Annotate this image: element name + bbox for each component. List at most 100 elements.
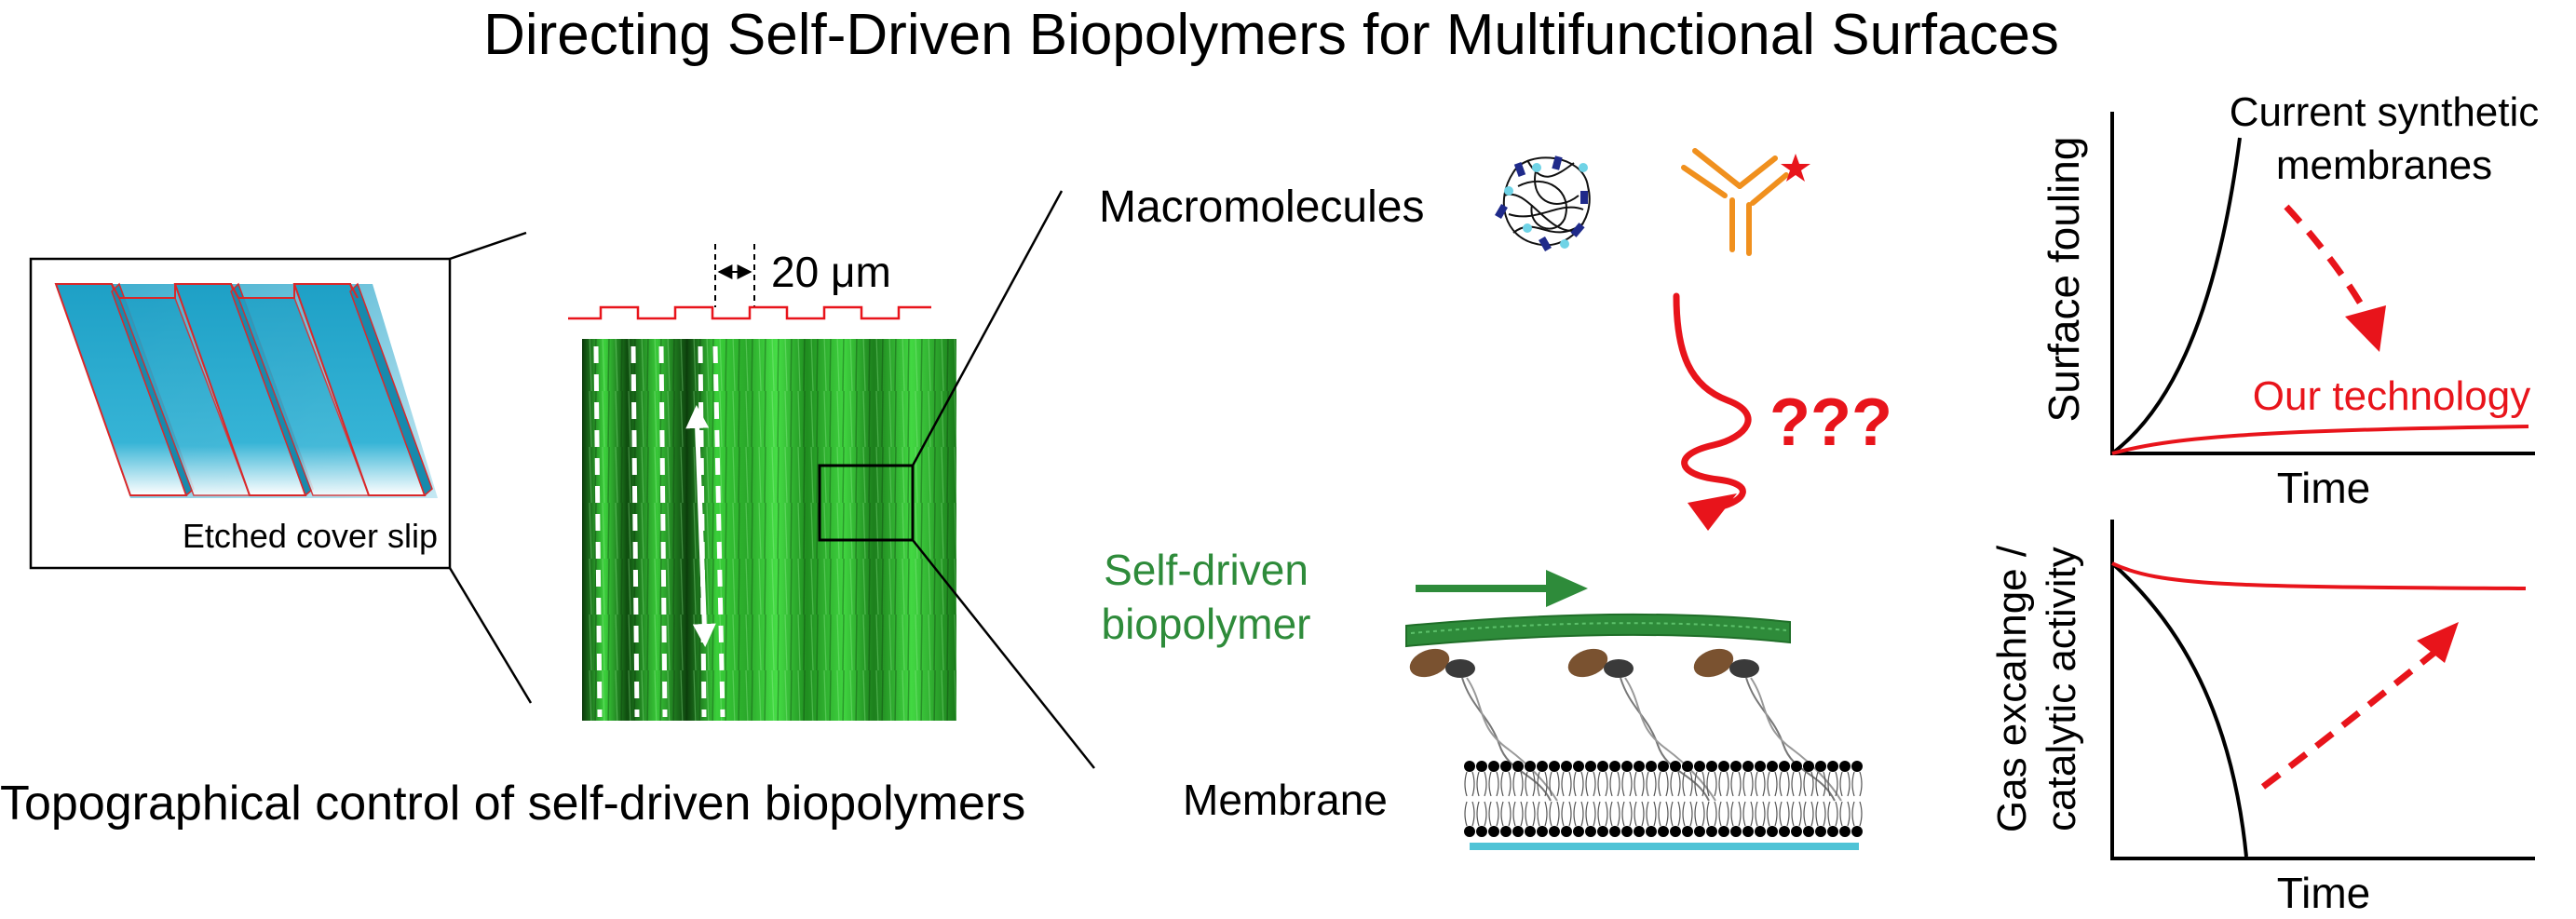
zoom-line-bottom	[448, 567, 533, 704]
lipid-head	[1827, 826, 1838, 837]
lipid-head	[1779, 761, 1790, 772]
lipid-head	[1767, 826, 1778, 837]
lipid-tail	[1670, 801, 1681, 827]
lipid-tail	[1597, 801, 1608, 827]
lipid-tail	[1573, 801, 1584, 827]
lipid-tail	[1815, 771, 1826, 797]
lipid-tail	[1597, 771, 1608, 797]
lipid-tail	[1476, 801, 1487, 827]
left-caption: Topographical control of self-driven bio…	[0, 777, 1025, 831]
lipid-head	[1694, 826, 1705, 837]
activity-xlabel: Time	[2277, 869, 2371, 917]
activity-ylabel-line2: catalytic activity	[2039, 547, 2084, 831]
lipid-head	[1658, 826, 1669, 837]
lipid-head	[1706, 761, 1717, 772]
lipid-head	[1755, 761, 1766, 772]
lipid-head	[1464, 761, 1475, 772]
lipid-head	[1718, 761, 1729, 772]
activity-decay-curve	[2110, 561, 2248, 858]
lipid-head	[1561, 826, 1572, 837]
lipid-head	[1742, 761, 1754, 772]
lipid-head	[1791, 761, 1802, 772]
lipid-tail	[1791, 771, 1802, 797]
lipid-head	[1827, 761, 1838, 772]
lipid-tail	[1730, 801, 1742, 827]
lipid-head	[1525, 761, 1536, 772]
lipid-head	[1815, 761, 1826, 772]
coverslip-label: Etched cover slip	[183, 517, 438, 555]
membrane-support	[1470, 843, 1859, 850]
lipid-tail	[1682, 771, 1693, 797]
improvement-arrow-bottom	[2260, 622, 2459, 790]
coverslip-ridges	[54, 282, 433, 497]
biopolymer-label-line1: Self-driven	[1104, 546, 1308, 594]
lipid-tail	[1827, 801, 1838, 827]
lipid-head	[1537, 761, 1548, 772]
lipid-head	[1525, 826, 1536, 837]
lipid-head	[1755, 826, 1766, 837]
lipid-head	[1512, 826, 1524, 837]
lipid-head	[1585, 826, 1596, 837]
lipid-tail	[1646, 801, 1657, 827]
lipid-tail	[1512, 771, 1524, 797]
lipid-tail	[1851, 771, 1863, 797]
lipid-tail	[1803, 801, 1814, 827]
lipid-head	[1512, 761, 1524, 772]
lipid-tail	[1827, 771, 1838, 797]
lipid-head	[1609, 761, 1620, 772]
lipid-tail	[1791, 801, 1802, 827]
lipid-head	[1500, 761, 1512, 772]
lipid-tail	[1839, 771, 1851, 797]
lipid-head	[1464, 826, 1475, 837]
lipid-head	[1646, 761, 1657, 772]
lipid-tail	[1609, 801, 1620, 827]
lipid-head	[1706, 826, 1717, 837]
gliding-direction-arrow	[685, 405, 716, 647]
lipid-head	[1815, 826, 1826, 837]
lipid-tail	[1779, 801, 1790, 827]
lipid-tail	[1730, 771, 1742, 797]
lipid-tail	[1706, 801, 1717, 827]
lipid-tail	[1621, 801, 1633, 827]
lipid-tail	[1549, 801, 1560, 827]
lipid-head	[1851, 826, 1863, 837]
zoom-line-lower	[912, 539, 1095, 769]
lipid-tail	[1488, 771, 1499, 797]
lipid-tail	[1742, 771, 1754, 797]
question-marks: ???	[1769, 385, 1892, 460]
lipid-tail	[1658, 771, 1669, 797]
lipid-tail	[1634, 771, 1645, 797]
lipid-head	[1779, 826, 1790, 837]
lipid-tail	[1621, 771, 1633, 797]
adsorption-arrow	[1673, 292, 1752, 531]
lipid-head	[1730, 826, 1742, 837]
lipid-tail	[1815, 801, 1826, 827]
activity-stable-curve	[2111, 561, 2527, 590]
motor-proteins	[1409, 648, 1842, 802]
lipid-tail	[1464, 771, 1475, 797]
lipid-head	[1476, 761, 1487, 772]
lipid-head	[1621, 826, 1633, 837]
fluorescence-micrograph	[582, 339, 956, 721]
lipid-head	[1597, 826, 1608, 837]
zoom-line-top	[449, 231, 527, 261]
lipid-head	[1767, 761, 1778, 772]
lipid-tail	[1694, 801, 1705, 827]
fouling-xlabel: Time	[2277, 464, 2371, 512]
zoom-box	[818, 464, 915, 542]
lipid-head	[1634, 761, 1645, 772]
lipid-tail	[1803, 771, 1814, 797]
lipid-tail	[1525, 771, 1536, 797]
lipid-tail	[1682, 801, 1693, 827]
lipid-tail	[1755, 771, 1766, 797]
lipid-tail	[1779, 771, 1790, 797]
biopolymer-filament	[1405, 613, 1791, 648]
our-technology-label: Our technology	[2253, 373, 2530, 419]
lipid-tail	[1658, 801, 1669, 827]
lipid-head	[1682, 761, 1693, 772]
lipid-tail	[1718, 801, 1729, 827]
lipid-tail	[1718, 771, 1729, 797]
lipid-head	[1537, 826, 1548, 837]
scale-bar: 20 μm	[714, 244, 891, 307]
